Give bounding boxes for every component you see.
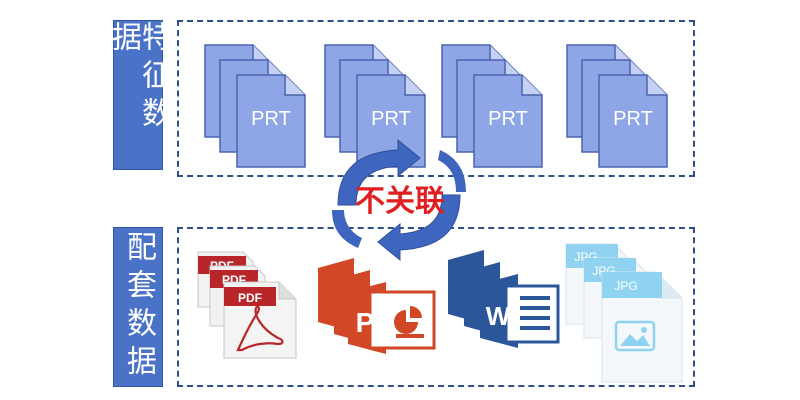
svg-text:JPG: JPG	[614, 279, 637, 293]
no-relation-label: 不关联	[355, 184, 445, 219]
jpg-file-stack: JPG JPG JPG	[565, 243, 683, 383]
prt-file-label: PRT	[613, 108, 653, 130]
prt-file-label: PRT	[371, 108, 411, 130]
feature-data-container	[177, 20, 695, 177]
prt-file-stack-1: PRT	[204, 44, 306, 168]
powerpoint-letter: P	[356, 307, 375, 338]
acrobat-icon	[236, 305, 284, 352]
jpg-file-icon: JPG	[601, 271, 683, 383]
word-file-stack: W	[448, 250, 560, 348]
powerpoint-file-icon: P	[348, 282, 436, 354]
image-icon	[614, 320, 656, 352]
supporting-data-label-box: 配套数据	[113, 227, 163, 387]
feature-data-label: 特征数据	[106, 21, 171, 135]
prt-file-stack-3: PRT	[441, 44, 543, 168]
prt-file-stack-2: PRT	[324, 44, 426, 168]
cycle-arrows-icon	[332, 138, 466, 262]
powerpoint-file-stack: P	[318, 258, 436, 354]
pdf-file-stack: PDF PDF PDF	[197, 251, 297, 359]
prt-file-label: PRT	[488, 108, 528, 130]
word-file-icon: W	[480, 274, 560, 348]
prt-file-stack-4: PRT	[566, 44, 668, 168]
pdf-file-icon: PDF	[223, 281, 297, 359]
feature-data-label-box: 特征数据	[106, 20, 171, 170]
word-letter: W	[486, 301, 511, 331]
svg-text:PDF: PDF	[238, 291, 262, 305]
prt-file-label: PRT	[251, 108, 291, 130]
supporting-data-label: 配套数据	[121, 231, 156, 383]
